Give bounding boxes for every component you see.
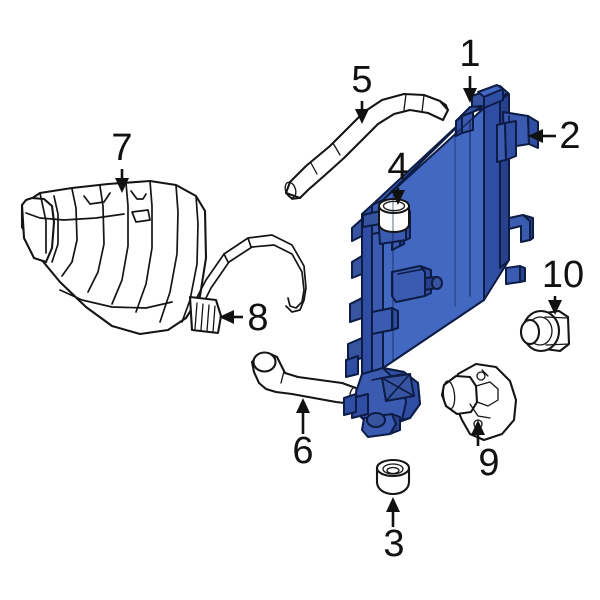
callout-8-leader (219, 310, 243, 324)
callout-number-2[interactable]: 2 (559, 115, 580, 157)
callout-number-5[interactable]: 5 (351, 59, 372, 101)
callout-4-leader (391, 188, 405, 205)
part-upper-radiator-hose[interactable] (283, 92, 450, 200)
callout-number-7[interactable]: 7 (111, 127, 132, 169)
callout-10-leader (548, 296, 562, 315)
callout-3-leader (386, 497, 400, 527)
callout-number-3[interactable]: 3 (383, 523, 404, 565)
callout-6-leader (296, 398, 310, 434)
callout-number-8[interactable]: 8 (247, 297, 268, 339)
callout-number-1[interactable]: 1 (459, 33, 480, 75)
part-heater-core-housing[interactable] (20, 179, 208, 336)
callout-number-9[interactable]: 9 (478, 442, 499, 484)
part-lower-radiator-hose[interactable] (250, 351, 361, 406)
callout-2-leader (528, 129, 556, 143)
callout-5-leader (355, 101, 369, 124)
part-radiator-assembly[interactable] (343, 84, 539, 438)
part-coolant-tube-and-clip[interactable] (188, 234, 307, 335)
callout-number-4[interactable]: 4 (387, 146, 408, 188)
callout-number-10[interactable]: 10 (542, 254, 584, 296)
callout-7-leader (115, 169, 129, 193)
callout-1-leader (463, 76, 477, 103)
callout-number-6[interactable]: 6 (292, 430, 313, 472)
callout-9-leader (471, 420, 485, 446)
part-coolant-temperature-sensor[interactable] (519, 309, 571, 353)
part-thermostat-housing[interactable] (440, 362, 518, 442)
part-drain-plug-grommet[interactable] (375, 458, 411, 496)
